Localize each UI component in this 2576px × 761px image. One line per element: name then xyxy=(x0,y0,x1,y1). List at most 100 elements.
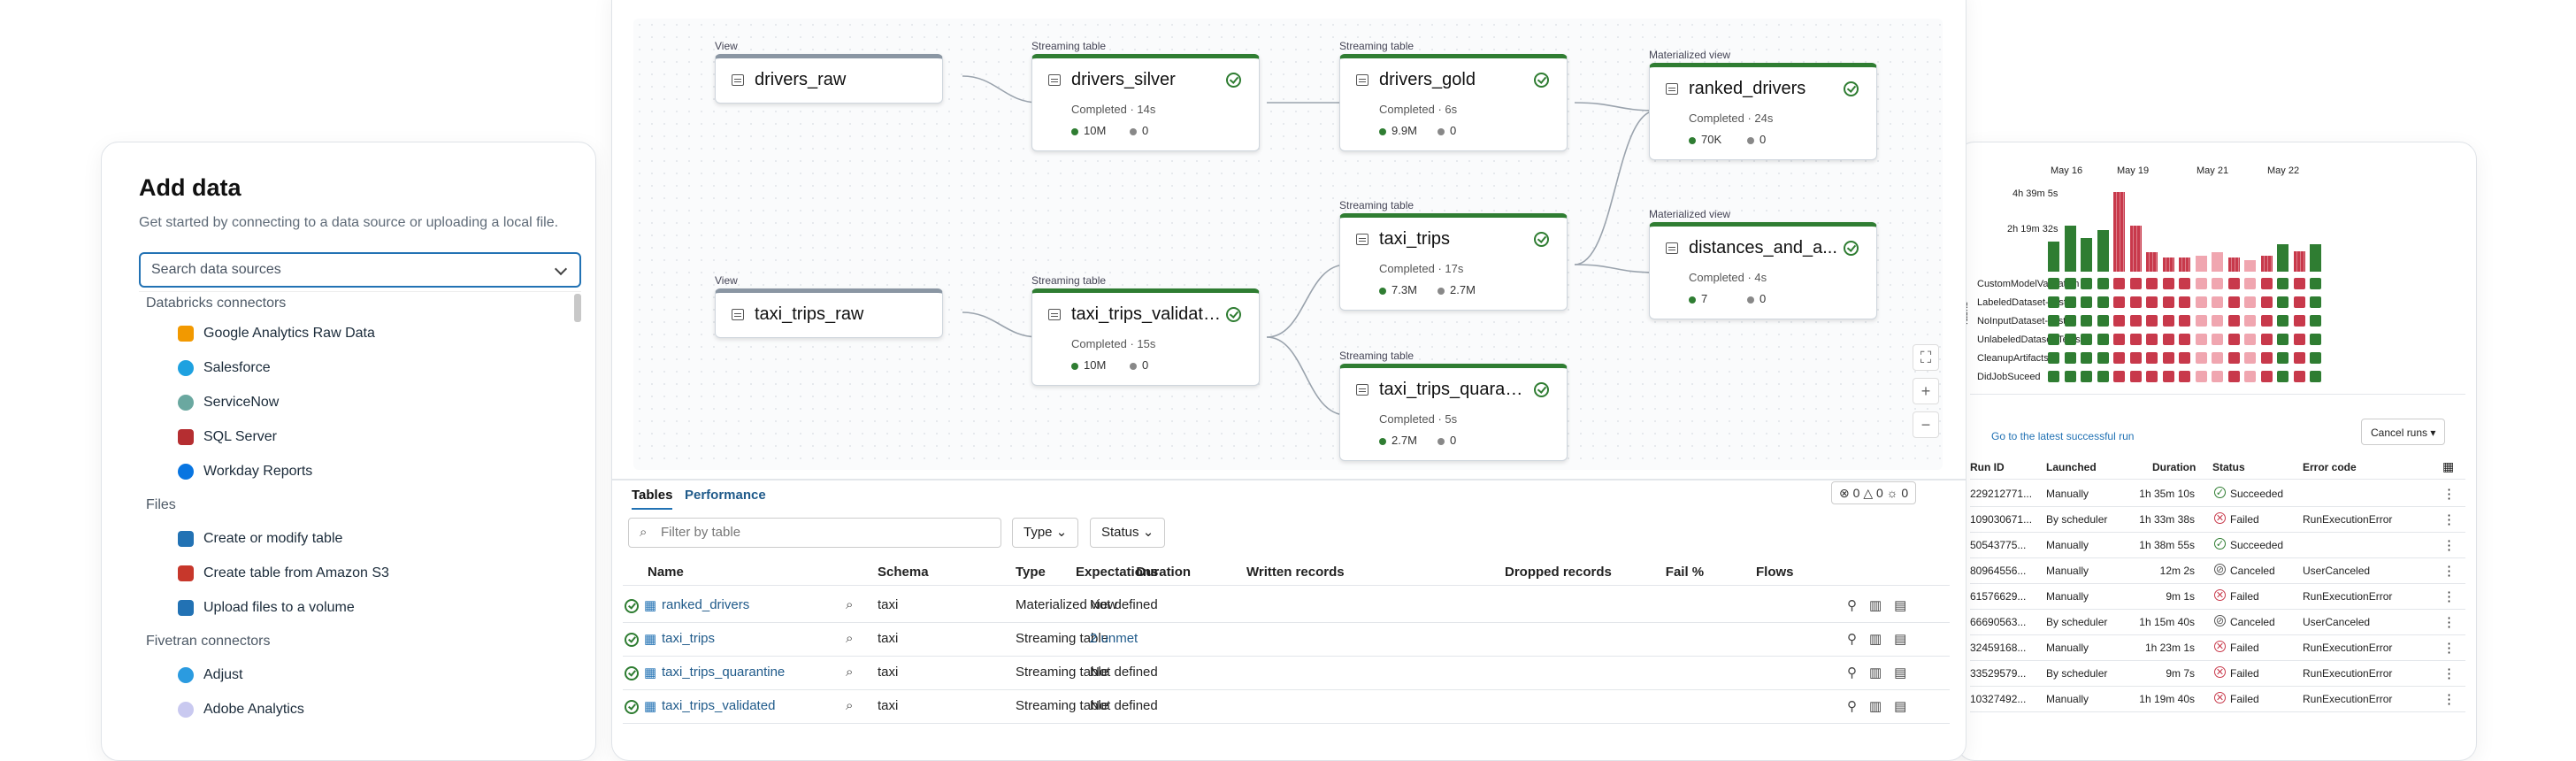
run-duration-bar[interactable] xyxy=(2097,230,2109,272)
run-duration-bar[interactable] xyxy=(2129,226,2142,272)
column-header[interactable]: Written records xyxy=(1246,565,1345,580)
task-status-cell[interactable] xyxy=(2227,371,2240,382)
run-duration-bar[interactable] xyxy=(2277,244,2288,272)
kebab-menu-icon[interactable]: ⋮ xyxy=(2442,615,2456,630)
task-status-cell[interactable] xyxy=(2081,296,2092,308)
run-duration-bar[interactable] xyxy=(2244,260,2256,272)
task-status-cell[interactable] xyxy=(2310,278,2321,289)
run-duration-bar[interactable] xyxy=(2227,258,2240,272)
column-header[interactable]: Flows xyxy=(1756,565,1794,580)
column-header[interactable]: Dropped records xyxy=(1505,565,1612,580)
task-status-cell[interactable] xyxy=(2048,296,2059,308)
task-status-cell[interactable] xyxy=(2081,334,2092,345)
table-name-link[interactable]: taxi_trips_quarantine xyxy=(662,665,786,680)
run-id[interactable]: 66690563... xyxy=(1970,616,2027,628)
task-status-cell[interactable] xyxy=(2244,352,2256,364)
task-status-cell[interactable] xyxy=(2097,352,2109,364)
data-source-search-input[interactable] xyxy=(139,252,581,288)
task-status-cell[interactable] xyxy=(2048,371,2059,382)
task-status-cell[interactable] xyxy=(2293,334,2305,345)
kebab-menu-icon[interactable]: ⋮ xyxy=(2442,487,2456,502)
task-status-cell[interactable] xyxy=(2129,315,2142,327)
task-status-cell[interactable] xyxy=(2162,296,2174,308)
columns-icon[interactable]: ▦ xyxy=(2442,459,2455,473)
run-duration-bar[interactable] xyxy=(2310,244,2321,272)
task-status-cell[interactable] xyxy=(2227,315,2240,327)
column-header[interactable]: Duration xyxy=(1136,565,1192,580)
kebab-menu-icon[interactable]: ⋮ xyxy=(2442,538,2456,553)
table-name-link[interactable]: ranked_drivers xyxy=(662,597,750,612)
task-status-cell[interactable] xyxy=(2227,334,2240,345)
run-duration-bar[interactable] xyxy=(2064,226,2076,272)
task-status-cell[interactable] xyxy=(2244,371,2256,382)
task-status-cell[interactable] xyxy=(2195,278,2207,289)
kebab-menu-icon[interactable]: ⋮ xyxy=(2442,589,2456,604)
task-status-cell[interactable] xyxy=(2146,296,2158,308)
task-status-cell[interactable] xyxy=(2064,352,2076,364)
table-filter-input[interactable]: ⌕Filter by table xyxy=(628,518,1001,548)
task-status-cell[interactable] xyxy=(2293,371,2305,382)
task-status-cell[interactable] xyxy=(2146,334,2158,345)
task-status-cell[interactable] xyxy=(2146,278,2158,289)
run-duration-bar[interactable] xyxy=(2146,252,2158,272)
latest-successful-run-link[interactable]: Go to the latest successful run xyxy=(1991,430,2135,442)
task-status-cell[interactable] xyxy=(2048,352,2059,364)
task-status-cell[interactable] xyxy=(2244,296,2256,308)
task-status-cell[interactable] xyxy=(2277,334,2288,345)
task-status-cell[interactable] xyxy=(2310,296,2321,308)
task-status-cell[interactable] xyxy=(2113,278,2125,289)
task-status-cell[interactable] xyxy=(2195,352,2207,364)
run-duration-bar[interactable] xyxy=(2195,256,2207,272)
run-id[interactable]: 61576629... xyxy=(1970,590,2027,603)
task-status-cell[interactable] xyxy=(2146,315,2158,327)
task-status-cell[interactable] xyxy=(2244,278,2256,289)
task-status-cell[interactable] xyxy=(2277,371,2288,382)
task-status-cell[interactable] xyxy=(2179,334,2190,345)
run-duration-bar[interactable] xyxy=(2179,258,2190,272)
kebab-menu-icon[interactable]: ⋮ xyxy=(2442,692,2456,707)
task-status-cell[interactable] xyxy=(2227,278,2240,289)
task-status-cell[interactable] xyxy=(2277,278,2288,289)
graph-node-drivers_raw[interactable]: drivers_raw xyxy=(715,54,943,104)
option-adobe-analytics[interactable]: Adobe Analytics xyxy=(178,702,304,718)
task-status-cell[interactable] xyxy=(2064,278,2076,289)
task-status-cell[interactable] xyxy=(2260,278,2273,289)
row-action-icons[interactable]: ⚲▥▤ xyxy=(1847,632,1920,647)
kebab-menu-icon[interactable]: ⋮ xyxy=(2442,512,2456,527)
row-action-icons[interactable]: ⚲▥▤ xyxy=(1847,598,1920,613)
task-status-cell[interactable] xyxy=(2260,334,2273,345)
task-status-cell[interactable] xyxy=(2212,315,2223,327)
task-status-cell[interactable] xyxy=(2129,352,2142,364)
task-status-cell[interactable] xyxy=(2260,296,2273,308)
tab-performance[interactable]: Performance xyxy=(685,488,766,503)
status-filter-button[interactable]: Status ⌄ xyxy=(1090,518,1166,548)
task-status-cell[interactable] xyxy=(2212,334,2223,345)
run-id[interactable]: 10327492... xyxy=(1970,693,2027,705)
task-status-cell[interactable] xyxy=(2277,296,2288,308)
task-status-cell[interactable] xyxy=(2293,278,2305,289)
run-id[interactable]: 229212771... xyxy=(1970,488,2033,500)
task-status-cell[interactable] xyxy=(2293,315,2305,327)
zoom-in-button[interactable]: + xyxy=(1913,378,1939,404)
task-status-cell[interactable] xyxy=(2129,334,2142,345)
task-status-cell[interactable] xyxy=(2064,315,2076,327)
run-duration-bar[interactable] xyxy=(2048,242,2059,272)
task-status-cell[interactable] xyxy=(2179,278,2190,289)
task-status-cell[interactable] xyxy=(2097,334,2109,345)
task-status-cell[interactable] xyxy=(2048,315,2059,327)
option-google-analytics[interactable]: Google Analytics Raw Data xyxy=(178,326,375,342)
task-status-cell[interactable] xyxy=(2293,352,2305,364)
task-status-cell[interactable] xyxy=(2162,278,2174,289)
runs-column-header[interactable]: Launched xyxy=(2046,461,2097,473)
option-create-modify-table[interactable]: Create or modify table xyxy=(178,531,342,547)
option-sql-server[interactable]: SQL Server xyxy=(178,429,277,445)
task-status-cell[interactable] xyxy=(2195,371,2207,382)
cancel-runs-button[interactable]: Cancel runs ▾ xyxy=(2361,419,2446,445)
tab-tables[interactable]: Tables xyxy=(632,488,673,510)
task-status-cell[interactable] xyxy=(2064,371,2076,382)
runs-column-header[interactable]: Error code xyxy=(2303,461,2357,473)
